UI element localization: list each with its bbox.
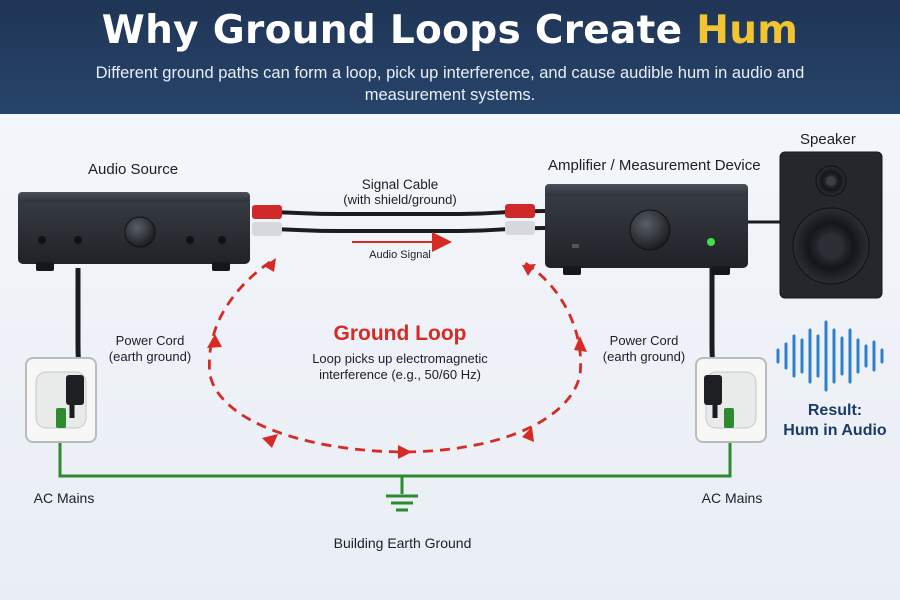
ac-mains-right-label: AC Mains bbox=[701, 490, 763, 506]
result-label: Result: bbox=[807, 402, 863, 419]
amplifier-label: Amplifier / Measurement Device bbox=[548, 157, 761, 174]
power-cord-left-note: (earth ground) bbox=[108, 349, 192, 364]
signal-cable-note: (with shield/ground) bbox=[343, 192, 457, 207]
ground-symbol-icon bbox=[386, 494, 418, 512]
ac-mains-left-label: AC Mains bbox=[33, 490, 95, 506]
ground-wire bbox=[58, 430, 732, 494]
building-ground-label: Building Earth Ground bbox=[333, 535, 472, 551]
audio-source-device bbox=[18, 192, 250, 271]
knob-icon bbox=[629, 209, 671, 251]
knob-icon bbox=[124, 216, 156, 248]
loop-arrowheads bbox=[207, 258, 587, 459]
rca-connector-icon bbox=[252, 204, 535, 236]
title-highlight: Hum bbox=[696, 8, 799, 53]
outlet-icon bbox=[25, 357, 97, 443]
power-cord-right-note: (earth ground) bbox=[602, 349, 686, 364]
amplifier-device bbox=[545, 184, 748, 275]
signal-cable bbox=[251, 204, 546, 236]
power-cord-left-label: Power Cord bbox=[115, 333, 185, 348]
speaker-device bbox=[748, 151, 883, 299]
sound-wave-icon bbox=[776, 320, 884, 392]
title-main: Why Ground Loops Create bbox=[101, 8, 697, 53]
power-cord-right-label: Power Cord bbox=[609, 333, 679, 348]
power-led-icon bbox=[707, 238, 715, 246]
page-title: Why Ground Loops Create Hum bbox=[0, 8, 900, 53]
ground-loop-title: Ground Loop bbox=[333, 322, 467, 345]
audio-signal-label: Audio Signal bbox=[369, 249, 431, 261]
header-banner: Why Ground Loops Create Hum Different gr… bbox=[0, 0, 900, 114]
ground-loop-diagram bbox=[18, 151, 884, 512]
speaker-label: Speaker bbox=[800, 131, 856, 148]
result-value: Hum in Audio bbox=[783, 422, 887, 439]
signal-cable-label: Signal Cable bbox=[361, 177, 439, 192]
page-subtitle: Different ground paths can form a loop, … bbox=[95, 64, 805, 104]
outlet-icon bbox=[695, 357, 767, 443]
ground-loop-desc-2: interference (e.g., 50/60 Hz) bbox=[319, 367, 481, 382]
diagram-area bbox=[0, 114, 900, 600]
audio-source-label: Audio Source bbox=[88, 161, 179, 178]
ground-loop-desc-1: Loop picks up electromagnetic bbox=[312, 351, 488, 366]
